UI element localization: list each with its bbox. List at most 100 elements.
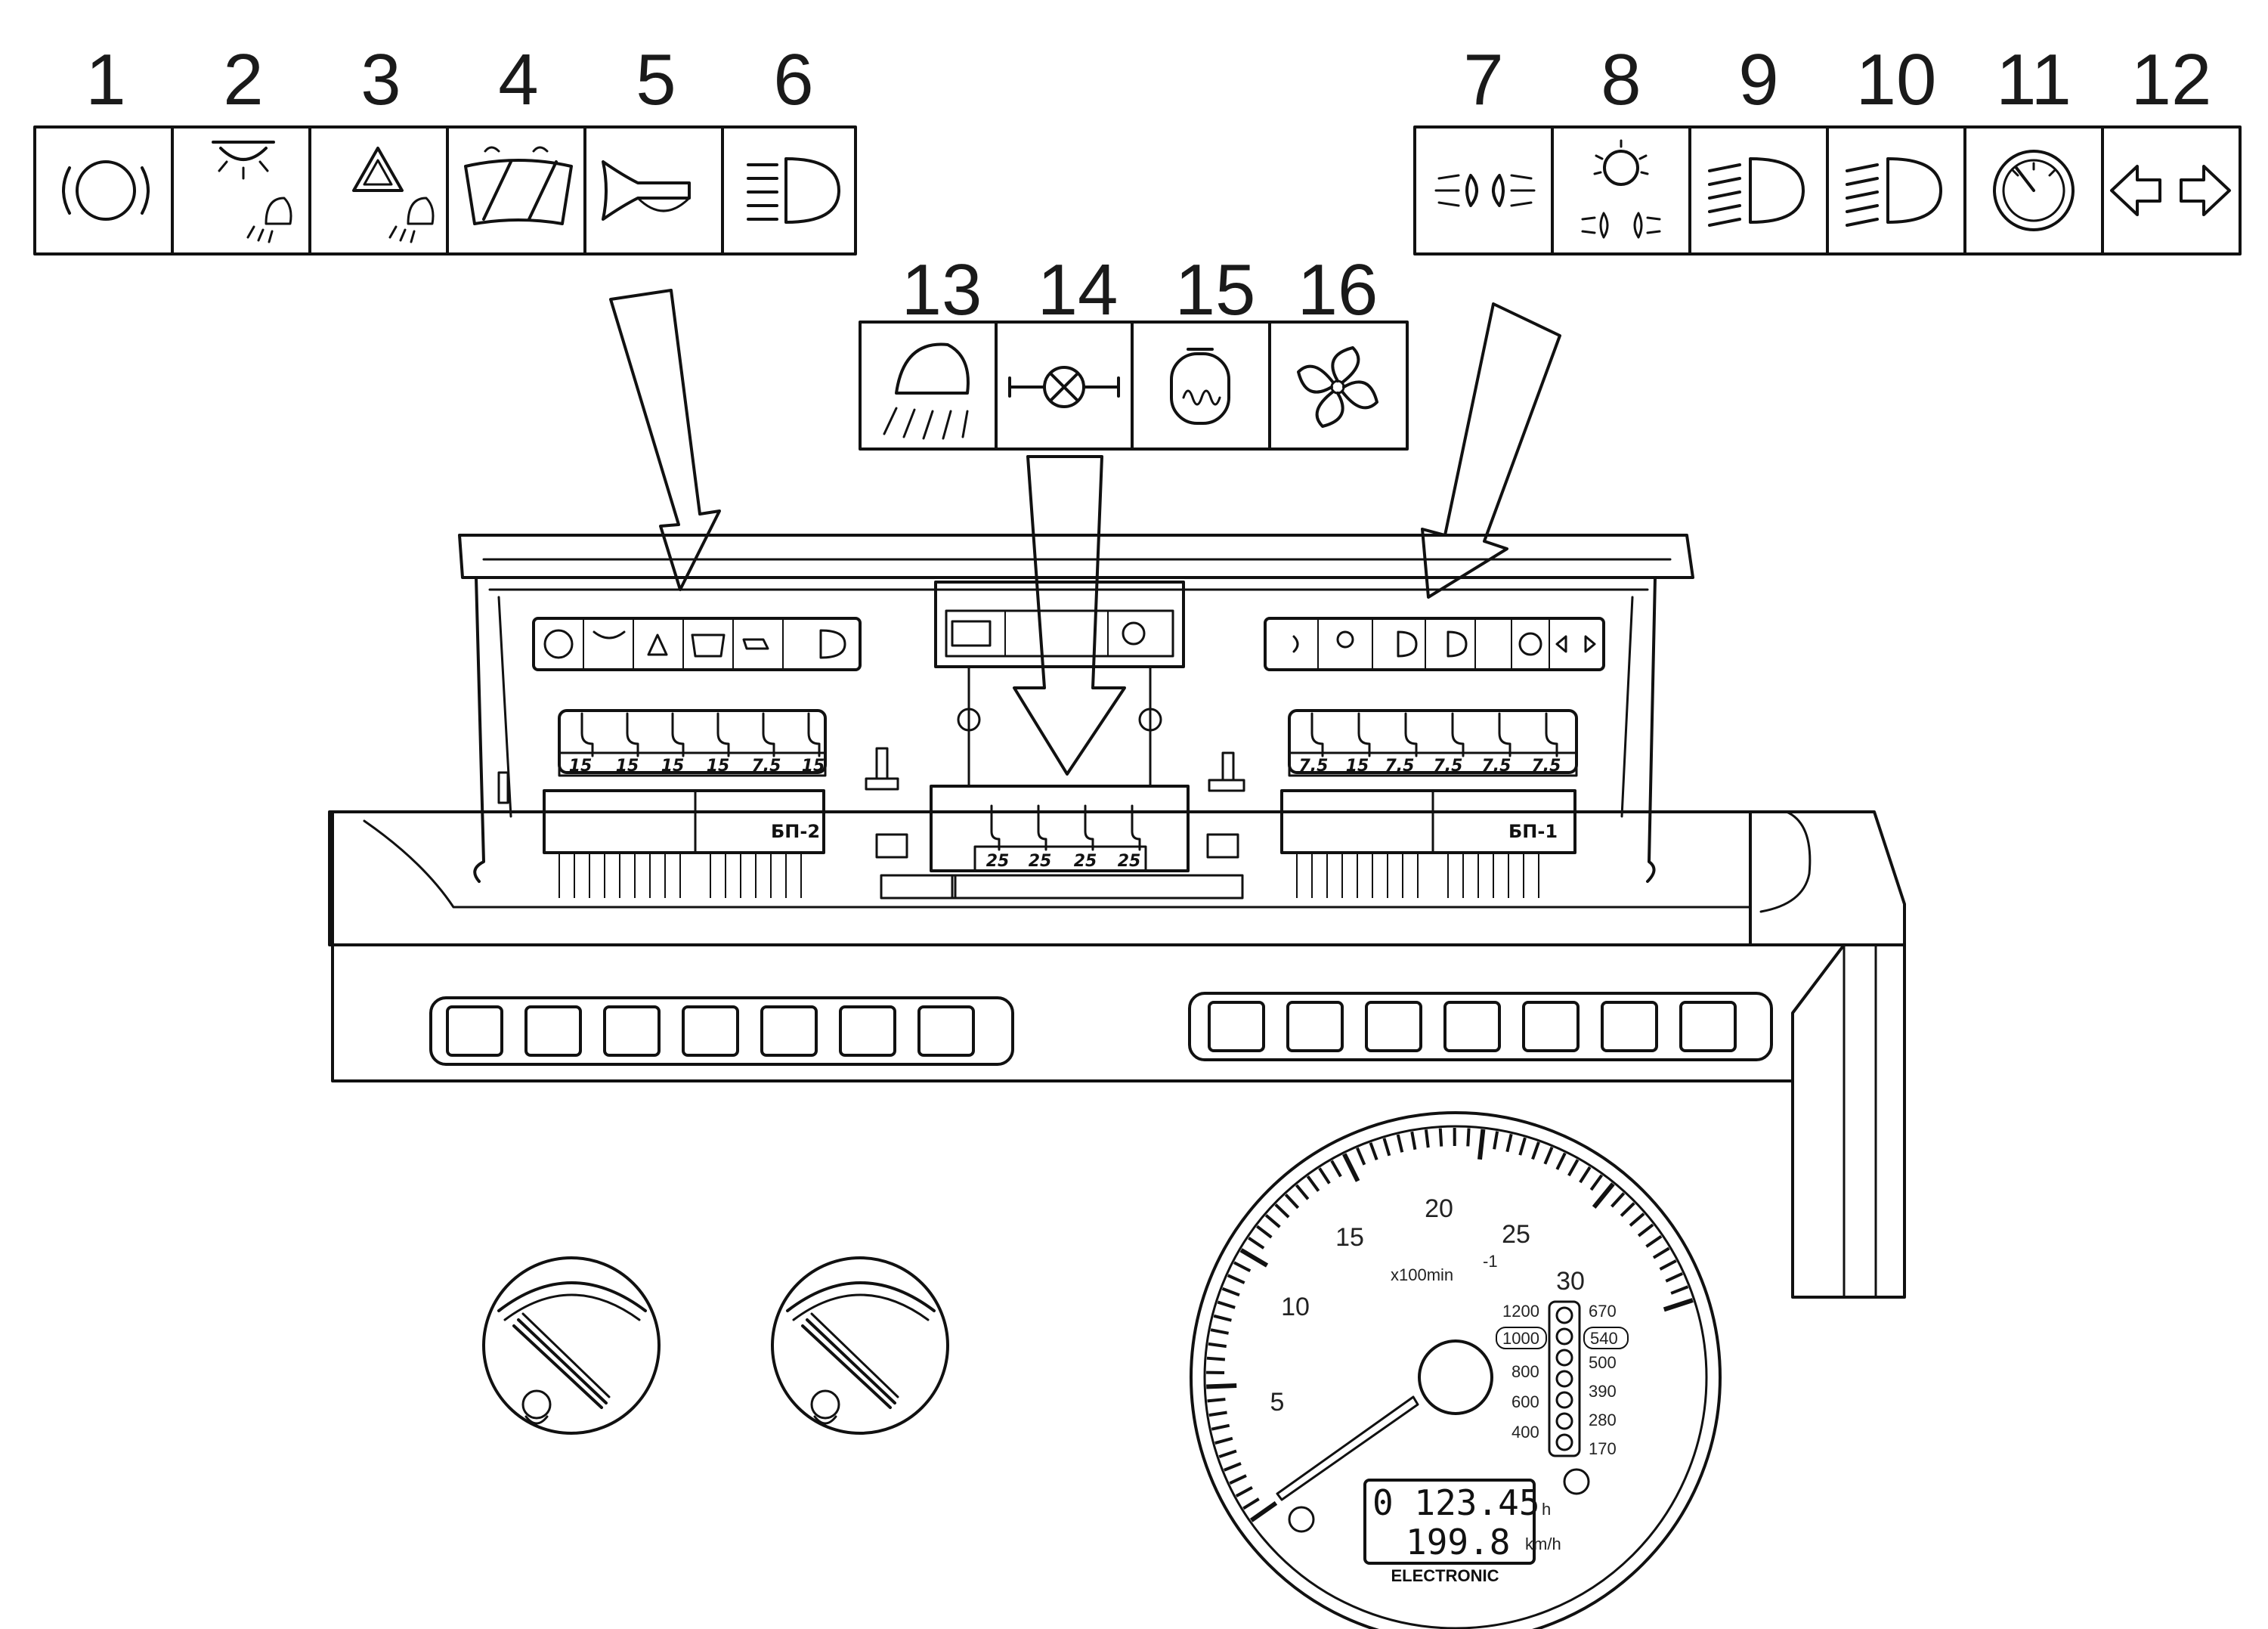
- tach-tick: [1239, 1248, 1269, 1268]
- switch-slot: [1443, 1001, 1501, 1052]
- tach-tick: [1214, 1436, 1233, 1445]
- tach-tick: [1369, 1142, 1378, 1161]
- legend-number: 9: [1738, 39, 1778, 120]
- pto-indicator-column: [1548, 1300, 1581, 1457]
- needle-hub: [1418, 1339, 1493, 1415]
- tach-tick: [1652, 1247, 1670, 1259]
- tach-tick: [1284, 1193, 1300, 1209]
- legend-number: 13: [902, 249, 982, 330]
- legend-number: 11: [1996, 39, 2072, 120]
- parking-brake-icon: [62, 160, 150, 221]
- fuse-row-left: 15 15 15 15 7,5 15 БП-2: [543, 709, 827, 898]
- legend-center: 13 14 15 16: [859, 249, 1409, 451]
- tach-tick: [1531, 1141, 1540, 1160]
- switch-slot: [1365, 1001, 1422, 1052]
- tachometer: 5 10 15 20 25 30 x100min -1 1200 1000 80…: [1190, 1111, 1722, 1629]
- fuse-row-center: 25 25 25 25: [875, 665, 1244, 900]
- fan-icon: [1297, 346, 1378, 428]
- lamp-bulb-icon: [1008, 366, 1120, 408]
- tach-tick: [1218, 1449, 1237, 1459]
- switch-slot: [1208, 1001, 1265, 1052]
- tach-tick: [1206, 1356, 1226, 1361]
- side-lights-icon: [1434, 174, 1536, 207]
- switch-slot: [524, 1005, 582, 1057]
- tach-tick: [1670, 1285, 1689, 1295]
- switch-slot: [917, 1005, 975, 1057]
- work-light-icon: [883, 342, 970, 440]
- tach-tick: [1659, 1259, 1677, 1271]
- pto-symbol-icon: [1563, 1468, 1590, 1495]
- fuse-rating: 7,5: [1482, 757, 1511, 776]
- tach-tick: [1620, 1202, 1635, 1217]
- tach-tick: [1555, 1152, 1567, 1170]
- pto-value: 170: [1589, 1439, 1617, 1458]
- tach-tick: [1210, 1328, 1229, 1335]
- fuse-rating: 15: [661, 757, 685, 776]
- tach-tick: [1248, 1237, 1265, 1250]
- tach-tick: [1382, 1138, 1391, 1157]
- tach-tick: [1227, 1274, 1245, 1284]
- tach-scale-label: 30: [1556, 1267, 1585, 1296]
- switch-slot: [1601, 1001, 1658, 1052]
- legend-right: 7 8 9 10 11 12: [1413, 39, 2242, 255]
- engine-preheat-icon: [1170, 348, 1230, 425]
- high-beam-icon: [747, 157, 840, 224]
- tach-tick: [1213, 1314, 1232, 1322]
- fuse-rating: 7,5: [1532, 757, 1561, 776]
- fuse-rating: 7,5: [752, 757, 781, 776]
- switch-bank-right: [1188, 992, 1773, 1061]
- low-beam-right-icon: [1846, 157, 1942, 227]
- switch-slot: [760, 1005, 818, 1057]
- tach-tick: [1356, 1147, 1366, 1166]
- tach-tick: [1663, 1298, 1694, 1312]
- low-beam-left-icon: [1708, 157, 1805, 227]
- tach-tick: [1424, 1129, 1430, 1148]
- turn-signal-icon: [2110, 165, 2231, 216]
- tach-tick: [1477, 1129, 1486, 1160]
- fuse-rating: 7,5: [1434, 757, 1463, 776]
- tach-tick: [1438, 1128, 1443, 1147]
- switch-slot: [839, 1005, 896, 1057]
- switch-slot: [603, 1005, 661, 1057]
- fuse-block-label: БП-2: [771, 821, 820, 842]
- tach-tick: [1396, 1134, 1404, 1153]
- tach-unit-exponent: -1: [1483, 1252, 1498, 1271]
- pto-scale-left: 1200 1000 800 600 400: [1496, 1302, 1547, 1442]
- tach-tick: [1410, 1131, 1417, 1151]
- legend-number: 5: [636, 39, 676, 120]
- tach-tick: [1330, 1160, 1342, 1178]
- cab-light-icon: [212, 141, 292, 243]
- tach-tick: [1637, 1223, 1654, 1237]
- hours-unit: h: [1542, 1500, 1551, 1519]
- switch-slot: [1286, 1001, 1344, 1052]
- switch-slot: [1679, 1001, 1737, 1052]
- fuse-rating: 7,5: [1299, 757, 1329, 776]
- legend-left: 1 2 3 4 5 6: [33, 39, 857, 255]
- legend-number: 14: [1038, 249, 1119, 330]
- legend-number: 4: [498, 39, 538, 120]
- tractor-symbol-icon: [1288, 1506, 1315, 1533]
- tach-tick: [1221, 1287, 1240, 1297]
- pto-value: 390: [1589, 1382, 1617, 1401]
- fuse-rating: 25: [1074, 852, 1097, 871]
- legend-number: 6: [773, 39, 813, 120]
- tach-tick: [1592, 1182, 1615, 1209]
- switch-slot: [682, 1005, 739, 1057]
- tach-scale-label: 5: [1270, 1388, 1285, 1417]
- horn-icon: [602, 160, 691, 221]
- legend-number: 12: [2131, 39, 2212, 120]
- pto-value: 1000: [1502, 1329, 1539, 1348]
- tach-tick: [1518, 1137, 1527, 1156]
- tach-tick: [1318, 1167, 1331, 1185]
- fuse-rating: 7,5: [1385, 757, 1415, 776]
- tach-tick: [1295, 1184, 1310, 1200]
- tach-tick: [1629, 1212, 1645, 1227]
- legend-number: 15: [1175, 249, 1256, 330]
- tach-tick: [1208, 1342, 1227, 1349]
- switch-bank-left: [429, 996, 1014, 1066]
- tach-tick: [1342, 1153, 1360, 1182]
- arrow-left: [609, 289, 721, 591]
- hazard-warning-icon: [352, 147, 435, 243]
- dashboard-panel: [328, 810, 1906, 1299]
- pto-value: 600: [1511, 1392, 1539, 1411]
